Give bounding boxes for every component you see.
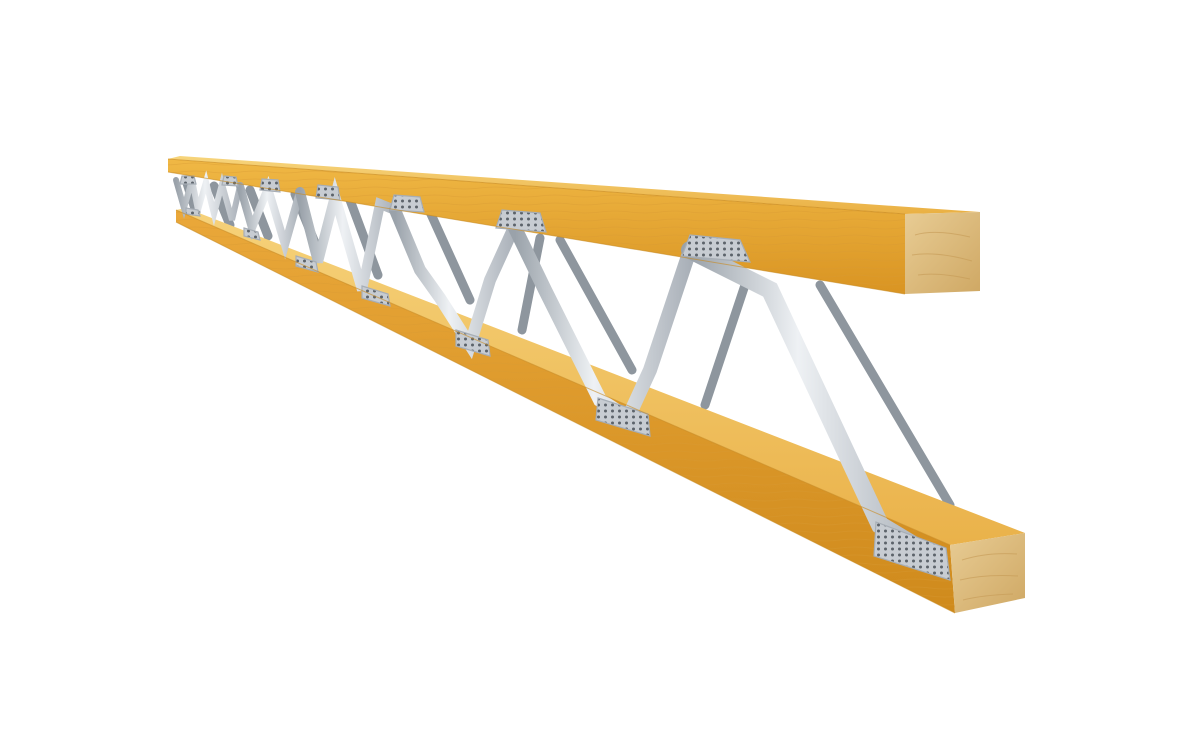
bottom-chord — [176, 208, 1025, 613]
nail-plates — [179, 175, 951, 581]
rear-web-members — [181, 175, 955, 510]
chord-edges — [167, 158, 956, 614]
